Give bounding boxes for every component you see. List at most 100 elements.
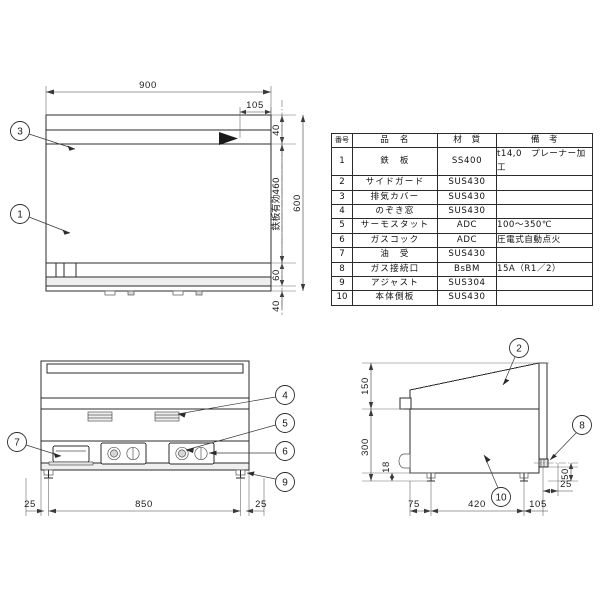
cell-name: ガス接続口 — [352, 261, 438, 278]
parts-table-wrap: 番号 品 名 材 質 備 考 1 鉄 板 SS400 t14,0 プレーナー加工… — [331, 132, 593, 306]
oil-tray — [48, 445, 94, 466]
cell-remark — [496, 290, 593, 306]
side-view-group: 150 300 18 50 25 75 420 — [360, 338, 592, 516]
dim-side-mid: 420 — [468, 499, 486, 510]
balloon-7 — [7, 432, 27, 452]
dim-side-lower-height: 300 — [360, 438, 371, 456]
cell-material: SUS430 — [437, 204, 497, 220]
dim-side-rear: 105 — [529, 499, 547, 510]
cell-name: アジャスト — [352, 276, 438, 292]
viewing-window-right — [154, 411, 180, 422]
adjuster-foot-right — [235, 469, 246, 479]
cell-remark — [496, 189, 593, 206]
dim-top-overall-depth: 600 — [292, 194, 303, 212]
balloon-7-label: 7 — [14, 438, 20, 449]
cell-no: 8 — [331, 261, 353, 278]
dim-side-upper-height: 150 — [360, 377, 371, 395]
cell-material: ADC — [437, 218, 497, 234]
cell-remark: 圧電式自動点火 — [496, 232, 593, 249]
balloon-3 — [10, 121, 30, 141]
cell-remark: 100～350℃ — [496, 218, 593, 234]
table-row: 10 本体側板 SUS430 — [331, 290, 593, 306]
cell-material: SUS430 — [437, 175, 497, 191]
balloon-10-label: 10 — [495, 493, 507, 504]
balloon-8 — [572, 415, 592, 435]
cell-material: SUS304 — [437, 276, 497, 292]
balloon-6 — [275, 441, 295, 461]
parts-table-header-row: 番号 品 名 材 質 備 考 — [331, 132, 593, 149]
dim-top-depth-bottom: 40 — [271, 300, 282, 312]
cell-name: 鉄 板 — [352, 147, 438, 177]
table-row: 6 ガスコック ADC 圧電式自動点火 — [331, 232, 593, 249]
cell-name: サーモスタット — [352, 218, 438, 234]
control-panel-left — [100, 442, 147, 465]
dim-front-body-width: 850 — [135, 499, 153, 510]
cell-remark — [496, 276, 593, 292]
dim-side-foot-height: 18 — [381, 461, 392, 473]
cell-name: 本体側板 — [352, 290, 438, 306]
table-row: 5 サーモスタット ADC 100～350℃ — [331, 218, 593, 234]
dim-front-left-margin: 25 — [24, 499, 36, 510]
cell-material: BsBM — [437, 261, 497, 278]
balloon-2-label: 2 — [516, 344, 522, 355]
balloon-8-label: 8 — [579, 421, 585, 432]
balloon-1-label: 1 — [17, 210, 23, 221]
balloon-9 — [275, 472, 295, 492]
table-row: 4 のぞき窓 SUS430 — [331, 204, 593, 220]
cell-name: ガスコック — [352, 232, 438, 249]
cell-no: 9 — [331, 276, 353, 292]
viewing-window-left — [87, 411, 113, 422]
cell-no: 4 — [331, 204, 353, 220]
cell-no: 10 — [331, 290, 353, 306]
balloon-5-label: 5 — [282, 419, 288, 430]
cell-material: SS400 — [437, 147, 497, 177]
table-row: 2 サイドガード SUS430 — [331, 175, 593, 191]
table-row: 9 アジャスト SUS304 — [331, 276, 593, 292]
header-name: 品 名 — [352, 132, 438, 149]
balloon-1 — [10, 204, 30, 224]
cell-no: 7 — [331, 247, 353, 263]
dim-plate-effective: 鉄板有効460 — [270, 177, 282, 230]
balloon-4-label: 4 — [282, 391, 288, 402]
table-row: 1 鉄 板 SS400 t14,0 プレーナー加工 — [331, 147, 593, 177]
cell-remark — [496, 175, 593, 191]
header-material: 材 質 — [437, 132, 497, 149]
dim-top-offset: 105 — [246, 100, 264, 111]
dim-top-depth-top: 40 — [271, 124, 282, 136]
parts-table: 番号 品 名 材 質 備 考 1 鉄 板 SS400 t14,0 プレーナー加工… — [331, 132, 593, 306]
table-row: 3 排気カバー SUS430 — [331, 189, 593, 206]
cell-material: SUS430 — [437, 189, 497, 206]
dim-front-right-margin: 25 — [255, 499, 267, 510]
side-foot-front — [426, 472, 436, 482]
dim-top-depth-lower: 60 — [271, 269, 282, 281]
cell-remark — [496, 247, 593, 263]
table-row: 7 油 受 SUS430 — [331, 247, 593, 263]
cell-no: 3 — [331, 189, 353, 206]
balloon-10 — [491, 487, 511, 507]
cell-material: SUS430 — [437, 247, 497, 263]
cell-remark — [496, 204, 593, 220]
balloon-6-label: 6 — [282, 447, 288, 458]
adjuster-foot-left — [43, 469, 54, 479]
top-view-group: 900 105 40 鉄板有効460 60 40 — [10, 80, 306, 315]
dim-side-gas-offset: 25 — [560, 479, 572, 490]
cell-no: 1 — [331, 147, 353, 177]
side-foot-rear — [519, 472, 529, 482]
dim-top-width: 900 — [139, 80, 157, 91]
front-view-group: 25 850 25 7 4 5 6 9 — [7, 360, 295, 516]
balloon-3-label: 3 — [17, 127, 23, 138]
cell-material: ADC — [437, 232, 497, 249]
cell-name: のぞき窓 — [352, 204, 438, 220]
cell-no: 5 — [331, 218, 353, 234]
table-row: 8 ガス接続口 BsBM 15A（R1／2） — [331, 261, 593, 278]
cell-name: サイドガード — [352, 175, 438, 191]
header-no: 番号 — [331, 132, 353, 149]
cell-name: 油 受 — [352, 247, 438, 263]
balloon-2 — [509, 338, 529, 358]
balloon-4 — [275, 385, 295, 405]
cell-no: 6 — [331, 232, 353, 249]
cell-remark: t14,0 プレーナー加工 — [496, 147, 593, 177]
balloon-5 — [275, 413, 295, 433]
